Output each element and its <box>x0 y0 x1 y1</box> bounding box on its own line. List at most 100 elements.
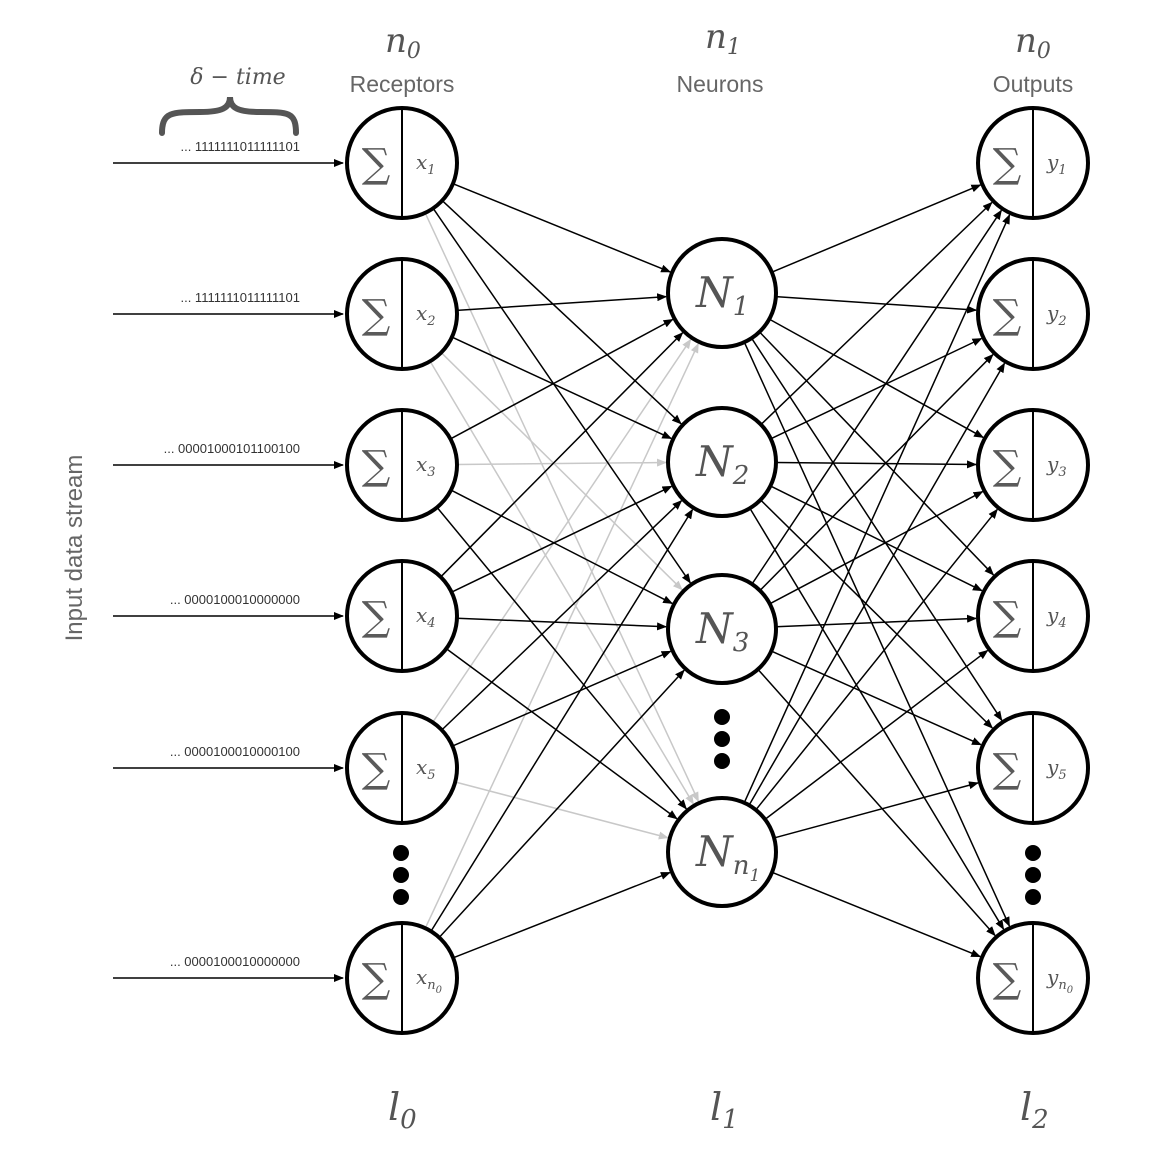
connection-edge <box>441 200 682 425</box>
input-stream-bits: ... 1111111011111101 <box>180 290 300 305</box>
output-node: ∑ y4 <box>976 559 1090 673</box>
connection-edge <box>770 337 983 440</box>
connection-edge <box>743 214 1011 804</box>
curly-brace-icon <box>159 96 299 136</box>
receptor-variable: x2 <box>416 301 436 329</box>
output-variable: y2 <box>1046 301 1067 329</box>
sigma-icon: ∑ <box>993 443 1022 489</box>
connection-edge <box>432 207 691 584</box>
sigma-icon: ∑ <box>362 141 391 187</box>
connection-edge <box>441 500 683 731</box>
output-node: ∑y5 <box>976 711 1090 825</box>
input-stream-bits: ... 0000100010000000 <box>170 592 300 607</box>
sigma-icon: ∑ <box>362 292 391 338</box>
connection-edge <box>775 295 978 314</box>
neuron-label: Nn1 <box>695 827 760 886</box>
layer-labels: l0 l1 l2 <box>388 1085 1049 1135</box>
receptor-node: ∑x4 <box>345 559 459 673</box>
receptor-node: ∑x5 <box>345 711 459 825</box>
output-node: ∑ y2 <box>976 257 1090 371</box>
connection-edge <box>750 337 1003 722</box>
output-variable: y5 <box>1046 755 1067 783</box>
connection-edge <box>757 668 996 937</box>
output-variable: y4 <box>1046 603 1067 631</box>
neuron-node: N3 <box>666 573 778 685</box>
receptors-heading: Receptors <box>350 71 455 97</box>
connection-edge <box>456 617 668 631</box>
input-data-stream-label: Input data stream <box>61 455 88 642</box>
sigma-icon: ∑ <box>993 292 1022 338</box>
neuron-circle <box>666 406 778 518</box>
svg-text:n0: n0 <box>1015 21 1051 64</box>
neurons-ellipsis <box>714 709 730 769</box>
weak-connection-edge <box>424 212 700 803</box>
input-stream-bits: ... 0000100010000000 <box>170 954 300 969</box>
connection-edge <box>749 507 1005 931</box>
delta-time-label: δ − time <box>190 65 285 90</box>
input-stream-bits: ... 00001000101100100 <box>164 441 300 456</box>
sigma-icon: ∑ <box>993 141 1022 187</box>
connection-edge <box>769 490 984 605</box>
nodes: ∑x1∑x2∑x3∑x4∑x5∑xn0∑y1∑y2∑y3∑y4∑y5∑yn0N1… <box>345 106 1090 1035</box>
receptors-ellipsis <box>393 845 409 905</box>
neuron-label: N1 <box>695 268 749 322</box>
connection-edge <box>451 336 673 440</box>
output-node: ∑y3 <box>976 408 1090 522</box>
neurons-heading: Neurons <box>677 71 764 97</box>
header-outputs: n0 Outputs <box>993 21 1074 97</box>
connection-edge <box>770 485 983 592</box>
connection-edge <box>764 649 989 820</box>
neuron-circle <box>666 796 778 908</box>
weak-connection-edge <box>456 458 668 467</box>
neuron-node: N2 <box>666 406 778 518</box>
connection-edge <box>430 508 694 932</box>
connection-edge <box>440 332 684 578</box>
strong-connections <box>430 183 1011 959</box>
layer-label-l0: l0 <box>388 1085 417 1135</box>
weak-connection-edge <box>424 342 699 929</box>
connection-edge <box>751 209 1002 585</box>
connection-edge <box>452 871 671 959</box>
connection-edge <box>775 460 978 469</box>
sigma-icon: ∑ <box>362 956 391 1002</box>
receptor-variable: x1 <box>416 150 436 178</box>
connection-edge <box>445 648 678 820</box>
connection-edge <box>759 353 994 592</box>
sigma-icon: ∑ <box>993 594 1022 640</box>
output-node: ∑y1 <box>976 106 1090 220</box>
connection-edge <box>759 499 994 729</box>
connection-edge <box>760 201 993 426</box>
header-neurons: n1 Neurons <box>677 17 764 97</box>
connection-edge <box>755 508 998 811</box>
input-stream-bits: ... 1111111011111101 <box>180 139 300 154</box>
receptors-count-sub: 0 <box>407 39 421 64</box>
neuron-label: N3 <box>695 604 749 658</box>
connection-edge <box>436 506 687 810</box>
output-node: ∑yn0 <box>976 921 1090 1035</box>
svg-text:n1: n1 <box>705 17 741 60</box>
connection-edge <box>771 184 982 273</box>
connection-edge <box>452 183 672 273</box>
connection-edge <box>450 318 674 440</box>
connection-edge <box>438 669 685 938</box>
receptors-count-symbol: n <box>385 21 407 61</box>
connection-edge <box>748 362 1006 806</box>
outputs-count-symbol: n <box>1015 21 1037 61</box>
connection-edge <box>451 485 673 593</box>
input-streams: ... 1111111011111101 ... 1111111011111101… <box>113 139 344 982</box>
receptor-node: ∑ x1 <box>345 106 459 220</box>
connection-edge <box>773 781 979 839</box>
receptor-variable: x5 <box>416 755 436 783</box>
neuron-label: N2 <box>695 437 749 491</box>
sigma-icon: ∑ <box>362 594 391 640</box>
connection-edge <box>452 650 672 747</box>
sigma-icon: ∑ <box>362 443 391 489</box>
weak-connection-edge <box>440 352 683 591</box>
connection-edge <box>743 341 1011 928</box>
weak-connections <box>424 212 700 929</box>
neuron-circle <box>666 573 778 685</box>
neurons-count-symbol: n <box>705 17 727 57</box>
receptor-node: ∑ x2 <box>345 257 459 371</box>
neuron-node: Nn1 <box>666 796 778 908</box>
weak-connection-edge <box>429 360 695 805</box>
